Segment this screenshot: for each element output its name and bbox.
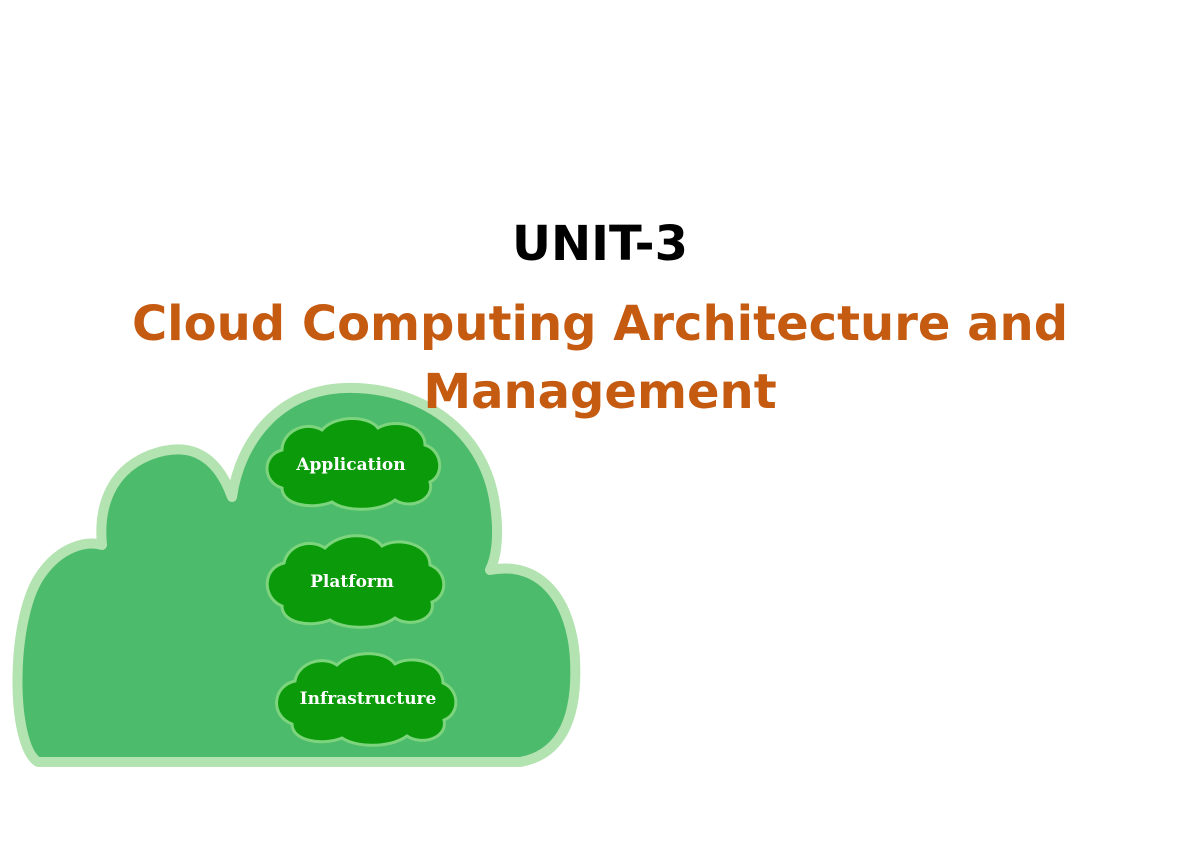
infrastructure-cloud-icon xyxy=(275,652,458,747)
application-cloud-icon xyxy=(265,417,441,511)
layer-label-platform: Platform xyxy=(310,572,394,592)
unit-title: UNIT-3 xyxy=(511,216,688,272)
layer-label-application: Application xyxy=(295,455,405,475)
main-title-line-2: Management xyxy=(423,364,777,420)
platform-cloud-icon xyxy=(265,534,446,629)
cloud-layer-platform: Platform xyxy=(265,534,446,629)
main-title: Cloud Computing Architecture and Managem… xyxy=(0,290,1200,426)
layer-label-infrastructure: Infrastructure xyxy=(300,689,437,709)
cloud-layer-application: Application xyxy=(265,417,441,511)
title-block: UNIT-3 Cloud Computing Architecture and … xyxy=(0,212,1200,426)
main-title-line-1: Cloud Computing Architecture and xyxy=(131,296,1069,352)
cloud-layer-infrastructure: Infrastructure xyxy=(275,652,458,747)
